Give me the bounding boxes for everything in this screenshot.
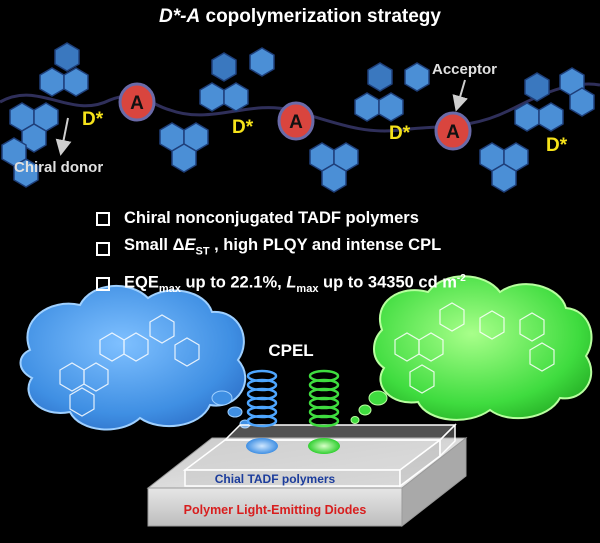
checkbox-icon	[96, 277, 110, 292]
chiral-donor-annotation: Chiral donor	[14, 159, 103, 176]
green-cloud	[350, 275, 593, 424]
feature-text: EQEmax up to 22.1%, Lmax up to 34350 cd …	[124, 273, 466, 296]
acceptor-label: A	[130, 93, 144, 114]
device-layer-label: Chial TADF polymers	[215, 472, 336, 486]
feature-item: Chiral nonconjugated TADF polymers	[96, 205, 466, 232]
chiral-donor-molecules	[1, 42, 595, 193]
acceptor-oval	[434, 111, 472, 151]
donor-label: D*	[232, 117, 254, 138]
feature-text: Chiral nonconjugated TADF polymers	[124, 209, 419, 227]
chiral-donor-arrow-icon	[55, 117, 72, 156]
checkbox-icon	[96, 241, 110, 256]
blue-cloud	[19, 285, 251, 431]
donor-label: D*	[389, 123, 411, 144]
pled-device: Chial TADF polymers Polymer Light-Emitti…	[146, 423, 468, 528]
title-rest: copolymerization strategy	[200, 6, 441, 27]
feature-item: EQEmax up to 22.1%, Lmax up to 34350 cd …	[96, 265, 466, 303]
cloud-bubble-icon	[227, 406, 243, 418]
acceptor-label: A	[289, 112, 303, 133]
cloud-bubble-icon	[350, 416, 360, 424]
feature-list: Chiral nonconjugated TADF polymers Small…	[96, 205, 466, 303]
acceptor-label: A	[446, 122, 460, 143]
feature-text: Small ΔEST , high PLQY and intense CPL	[124, 236, 442, 258]
donor-label: D*	[82, 109, 104, 130]
diagram-title: D*-A copolymerization strategy	[0, 6, 600, 28]
green-coil-icon	[308, 369, 340, 428]
acceptor-units: A A A	[118, 82, 472, 151]
green-emission-spot	[308, 438, 340, 454]
cloud-bubble-icon	[211, 390, 233, 406]
donor-label: D*	[546, 135, 568, 156]
acceptor-arrow-icon	[452, 79, 468, 112]
blue-emission-spot	[246, 438, 278, 454]
acceptor-oval	[277, 101, 315, 141]
acceptor-oval	[118, 82, 156, 122]
acceptor-annotation: Acceptor	[432, 61, 497, 78]
checkbox-icon	[96, 211, 110, 226]
title-prefix: D*-A	[159, 6, 201, 27]
cloud-bubble-icon	[358, 404, 372, 416]
feature-item: Small ΔEST , high PLQY and intense CPL	[96, 232, 466, 265]
device-base-label: Polymer Light-Emitting Diodes	[184, 503, 367, 517]
donor-labels: D* D* D* D*	[82, 109, 568, 156]
blue-coil-icon	[246, 369, 278, 428]
cpel-label: CPEL	[268, 341, 313, 360]
cloud-bubble-icon	[368, 390, 388, 406]
